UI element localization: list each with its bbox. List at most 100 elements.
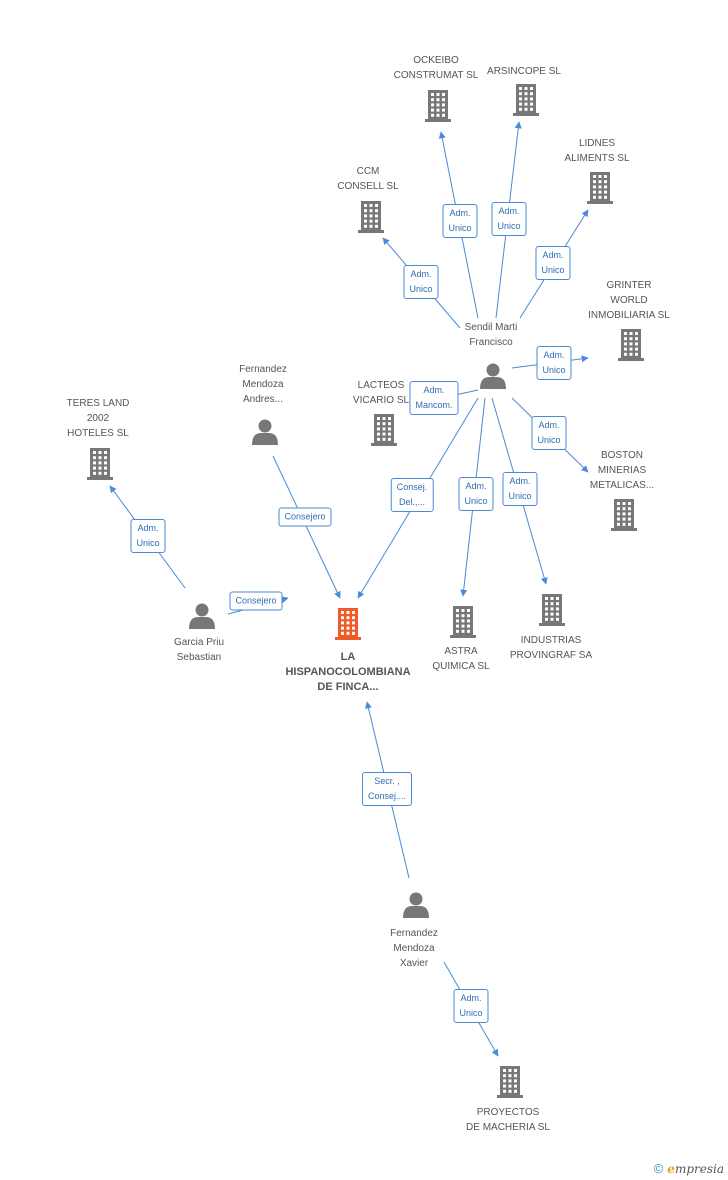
building-icon[interactable] <box>425 90 451 122</box>
node-label-boston[interactable]: BOSTON MINERIAS METALICAS... <box>590 448 654 493</box>
building-icon[interactable] <box>450 606 476 638</box>
edge-label-line: Adm. <box>542 250 564 260</box>
node-label-line: PROVINGRAF SA <box>509 650 593 661</box>
building-icon[interactable] <box>497 1066 523 1098</box>
node-label-lidnes[interactable]: LIDNES ALIMENTS SL <box>564 136 629 166</box>
node-label-line: 2002 <box>86 413 110 424</box>
node-label-astra[interactable]: ASTRA QUIMICA SL <box>432 644 489 674</box>
building-icon[interactable] <box>539 594 565 626</box>
edge-label-line: Secr. , <box>374 776 400 786</box>
edge-label-sendil-to-lacteos[interactable]: Adm. Mancom. <box>409 381 459 415</box>
node-label-line: GRINTER <box>606 280 652 291</box>
node-label-line: METALICAS... <box>589 480 655 491</box>
edge-label-line: Adm. <box>137 523 159 533</box>
edge-label-garcia-to-teres[interactable]: Adm.Unico <box>130 519 166 553</box>
person-icon[interactable] <box>480 363 506 390</box>
node-label-lacteos[interactable]: LACTEOS VICARIO SL <box>353 378 409 408</box>
person-icon[interactable] <box>189 603 215 630</box>
edge-label-line: Adm. <box>423 385 445 395</box>
edge-label-line: Adm. <box>460 993 482 1003</box>
building-icon[interactable] <box>587 172 613 204</box>
edge-label-sendil-to-lidnes[interactable]: Adm. Unico <box>535 246 571 280</box>
building-icon[interactable] <box>513 84 539 116</box>
node-label-proyectos[interactable]: PROYECTOS DE MACHERIA SL <box>466 1105 550 1135</box>
node-label-main[interactable]: LA HISPANOCOLOMBIANA DE FINCA... <box>285 650 410 695</box>
node-label-line: Garcia Priu <box>173 637 225 648</box>
node-label-line: HISPANOCOLOMBIANA <box>285 666 411 678</box>
node-label-line: DE MACHERIA SL <box>466 1122 550 1133</box>
node-label-line: LIDNES <box>578 138 616 149</box>
node-label-arsincope[interactable]: ARSINCOPE SL <box>487 64 561 79</box>
node-label-line: Mendoza <box>242 379 284 390</box>
building-icon[interactable] <box>618 329 644 361</box>
node-label-line: DE FINCA... <box>317 681 379 693</box>
edge-label-line: Unico <box>497 221 521 231</box>
node-label-line: VICARIO SL <box>352 395 410 406</box>
edge-label-line: Mancom. <box>415 400 453 410</box>
edge-label-line: Unico <box>542 365 566 375</box>
node-label-line: ASTRA <box>444 646 478 657</box>
building-icon[interactable] <box>611 499 637 531</box>
person-icon[interactable] <box>403 892 429 919</box>
edge-label-fernandez_xavier-to-proyectos[interactable]: Adm. Unico <box>453 989 489 1023</box>
building-icon[interactable] <box>358 201 384 233</box>
node-label-line: Mendoza <box>393 943 435 954</box>
edge-label-garcia-to-main[interactable]: Consejero <box>229 591 283 611</box>
node-label-industrias[interactable]: INDUSTRIAS PROVINGRAF SA <box>510 633 592 663</box>
node-label-line: TERES LAND <box>66 398 130 409</box>
building-icon[interactable] <box>335 608 361 640</box>
node-label-line: WORLD <box>610 295 648 306</box>
edge-label-line: Unico <box>464 496 488 506</box>
building-icon[interactable] <box>371 414 397 446</box>
edge-label-sendil-to-boston[interactable]: Adm.Unico <box>531 416 567 450</box>
edge-label-line: Adm. <box>538 420 560 430</box>
edge-label-line: Del.,... <box>398 497 426 507</box>
building-icon[interactable] <box>87 448 113 480</box>
edge-label-line: Unico <box>409 284 433 294</box>
edge-label-sendil-to-ccm[interactable]: Adm. Unico <box>403 265 439 299</box>
edge-label-line: Consejero <box>235 595 277 606</box>
node-label-line: CONSTRUMAT SL <box>393 70 479 81</box>
edge-label-line: Unico <box>448 223 472 233</box>
edge-label-line: Unico <box>541 265 565 275</box>
edge-label-sendil-to-main[interactable]: Consej. Del.,... <box>390 478 434 512</box>
node-label-line: INDUSTRIAS <box>520 635 582 646</box>
node-label-line: Fernandez <box>390 928 438 939</box>
edge-label-line: Consej. <box>396 482 428 492</box>
node-label-line: Sebastian <box>176 652 222 663</box>
edge-label-line: Consej.... <box>367 791 407 801</box>
edge-label-fernandez_xavier-to-main[interactable]: Secr. , Consej.... <box>361 772 413 806</box>
node-label-line: Francisco <box>469 337 513 348</box>
edge-label-line: Consejero <box>284 511 326 522</box>
node-label-line: CCM <box>356 166 380 177</box>
edge-label-sendil-to-industrias[interactable]: Adm.Unico <box>502 472 538 506</box>
edge-label-line: Unico <box>508 491 532 501</box>
edge-label-line: Unico <box>459 1008 483 1018</box>
node-label-line: LACTEOS <box>357 380 405 391</box>
node-label-line: PROYECTOS <box>476 1107 540 1118</box>
node-label-line: MINERIAS <box>597 465 647 476</box>
node-label-line: BOSTON <box>600 450 644 461</box>
edge-label-fernandez_andres-to-main[interactable]: Consejero <box>278 507 332 527</box>
edge-label-line: Adm. <box>543 350 565 360</box>
edge-label-sendil-to-grinter[interactable]: Adm. Unico <box>536 346 572 380</box>
node-label-line: ARSINCOPE SL <box>487 66 561 77</box>
edge-label-line: Adm. <box>498 206 520 216</box>
edge-label-sendil-to-astra[interactable]: Adm.Unico <box>458 477 494 511</box>
edge-label-sendil-to-arsincope[interactable]: Adm. Unico <box>491 202 527 236</box>
edge-label-sendil-to-ockeibo[interactable]: Adm.Unico <box>442 204 478 238</box>
node-label-line: Sendil Marti <box>464 322 518 333</box>
node-label-line: QUIMICA SL <box>432 661 490 672</box>
person-icon[interactable] <box>252 419 278 446</box>
node-label-line: LA <box>340 651 356 663</box>
node-label-line: ALIMENTS SL <box>564 153 630 164</box>
edge-label-line: Adm. <box>410 269 432 279</box>
